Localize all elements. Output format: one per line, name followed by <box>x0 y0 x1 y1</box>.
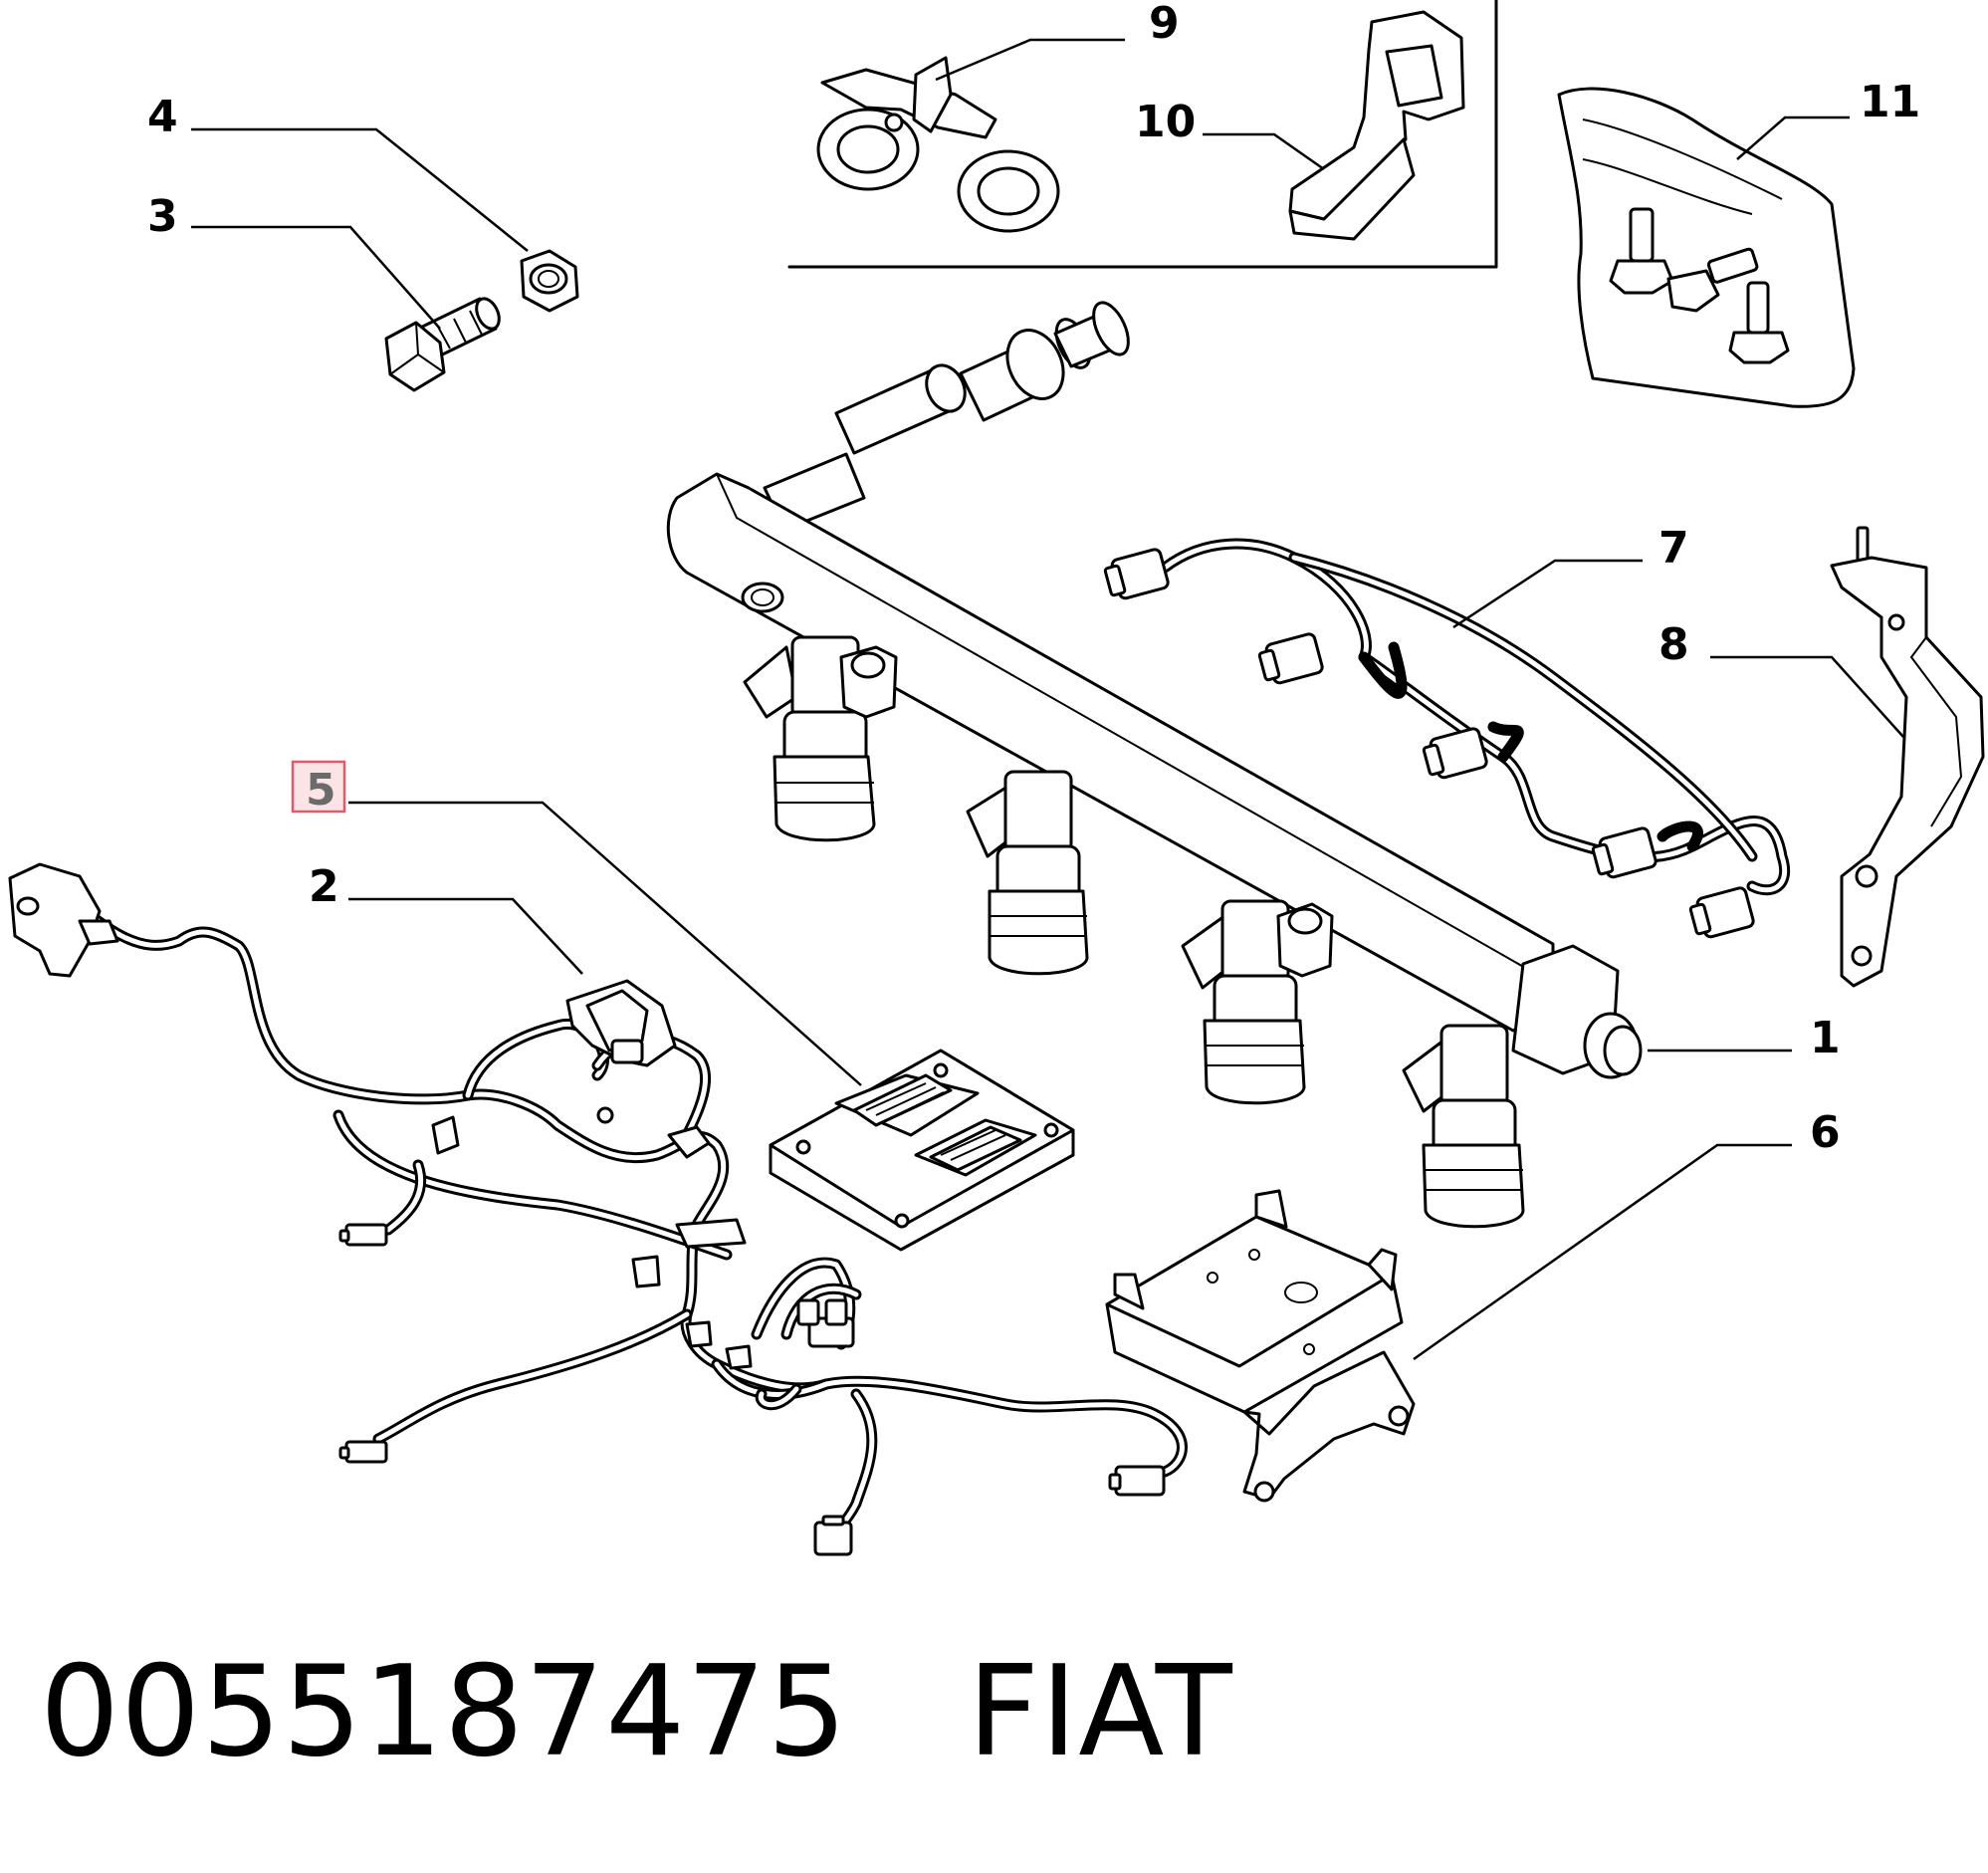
callout-4: 4 <box>147 92 178 142</box>
part-7-injector-harness <box>1103 538 1791 939</box>
callout-7: 7 <box>1658 523 1689 574</box>
part-8-bracket <box>1830 526 1985 988</box>
part-2-wiring-harness <box>8 862 1188 1556</box>
callout-5-highlight <box>291 760 346 814</box>
callout-1: 1 <box>1810 1013 1841 1063</box>
part-4-nut <box>520 249 579 313</box>
part-10-clip <box>1288 10 1465 241</box>
part-11-sensor-boot <box>1557 87 1856 408</box>
callout-labels: 1 2 3 4 5 6 7 8 9 10 11 <box>147 0 1920 1158</box>
part-6-ecu-bracket <box>1105 1189 1416 1503</box>
part-number: 0055187475 <box>40 1638 848 1784</box>
part-9-double-clamp <box>816 56 1060 233</box>
callout-5: 5 <box>306 765 336 816</box>
callout-6: 6 <box>1810 1107 1841 1158</box>
callout-10: 10 <box>1135 97 1196 147</box>
part-9-10-frame <box>787 0 1498 269</box>
part-caption: 0055187475 FIAT <box>40 1638 1233 1784</box>
callout-3: 3 <box>147 191 178 242</box>
part-3-bolt <box>384 297 501 392</box>
brand-name: FIAT <box>967 1638 1233 1784</box>
callout-2: 2 <box>309 861 339 912</box>
callout-9: 9 <box>1149 0 1180 49</box>
callout-8: 8 <box>1658 619 1689 670</box>
leader-lines <box>191 38 1904 1361</box>
part-1-fuel-rail <box>666 301 1643 1229</box>
callout-11: 11 <box>1860 77 1920 127</box>
part-5-ecu <box>769 1049 1075 1252</box>
